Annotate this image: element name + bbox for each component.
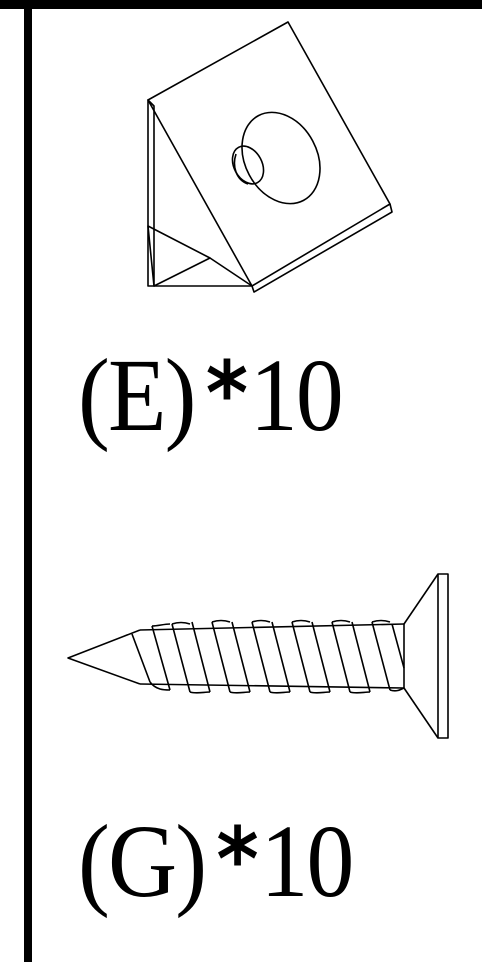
label-close-paren: ) — [164, 338, 197, 453]
label-open-paren: ( — [78, 804, 110, 919]
multiplier-symbol: * — [216, 808, 258, 911]
label-close-paren: ) — [175, 804, 207, 919]
part-g: (G)*10 — [40, 480, 482, 962]
part-letter: G — [108, 804, 177, 919]
part-quantity: 10 — [260, 804, 355, 919]
left-border-line — [24, 9, 32, 962]
corner-block-bracket-icon — [147, 21, 393, 293]
part-letter: E — [108, 338, 166, 453]
part-e-label: (E)*10 — [78, 338, 344, 453]
countersunk-screw-icon — [67, 573, 449, 739]
part-e: (E)*10 — [40, 0, 482, 480]
part-quantity: 10 — [249, 338, 344, 453]
label-open-paren: ( — [78, 338, 110, 453]
top-border-line — [0, 0, 482, 9]
multiplier-symbol: * — [205, 342, 248, 445]
part-g-label: (G)*10 — [78, 804, 355, 919]
